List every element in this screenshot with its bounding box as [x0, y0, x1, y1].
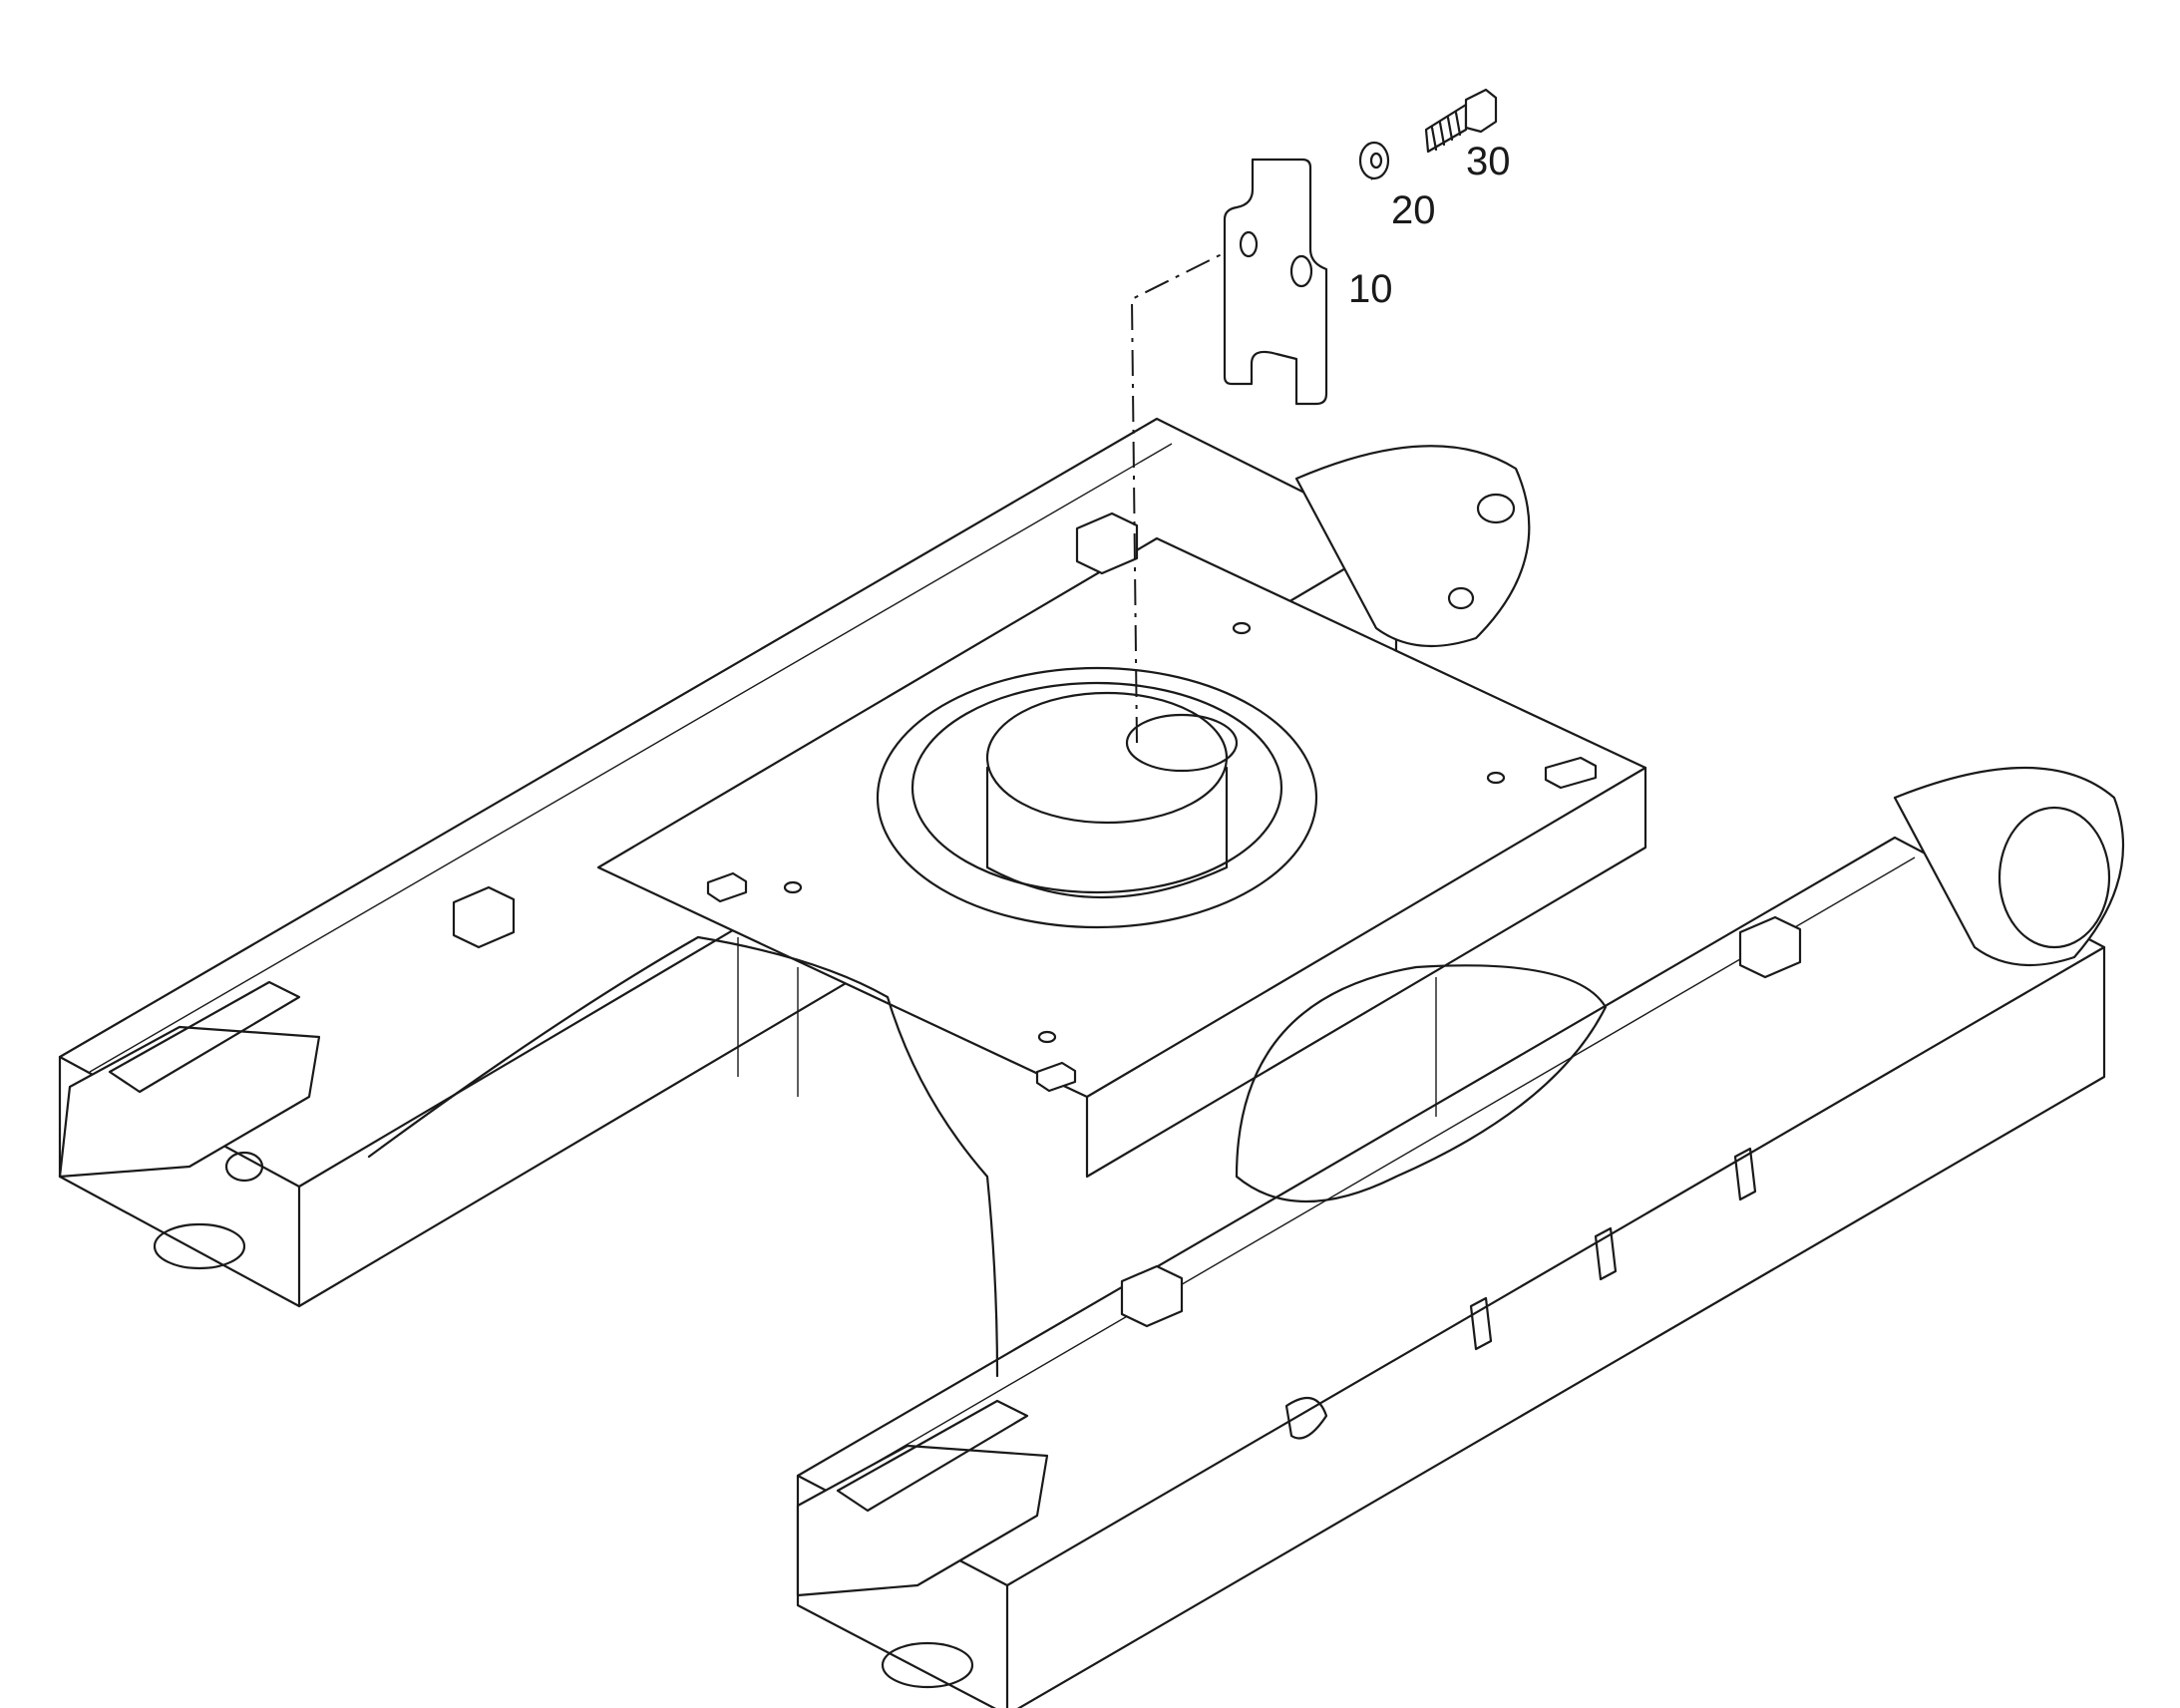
cover-plate-icon: [1223, 158, 1328, 406]
callout-30: 30: [1466, 140, 1511, 183]
callout-10: 10: [1348, 267, 1393, 311]
washer-icon: [1358, 141, 1390, 180]
undercarriage-frame: [58, 417, 2125, 1708]
bolt-icon: [1424, 88, 1498, 154]
callout-20: 20: [1391, 188, 1436, 232]
